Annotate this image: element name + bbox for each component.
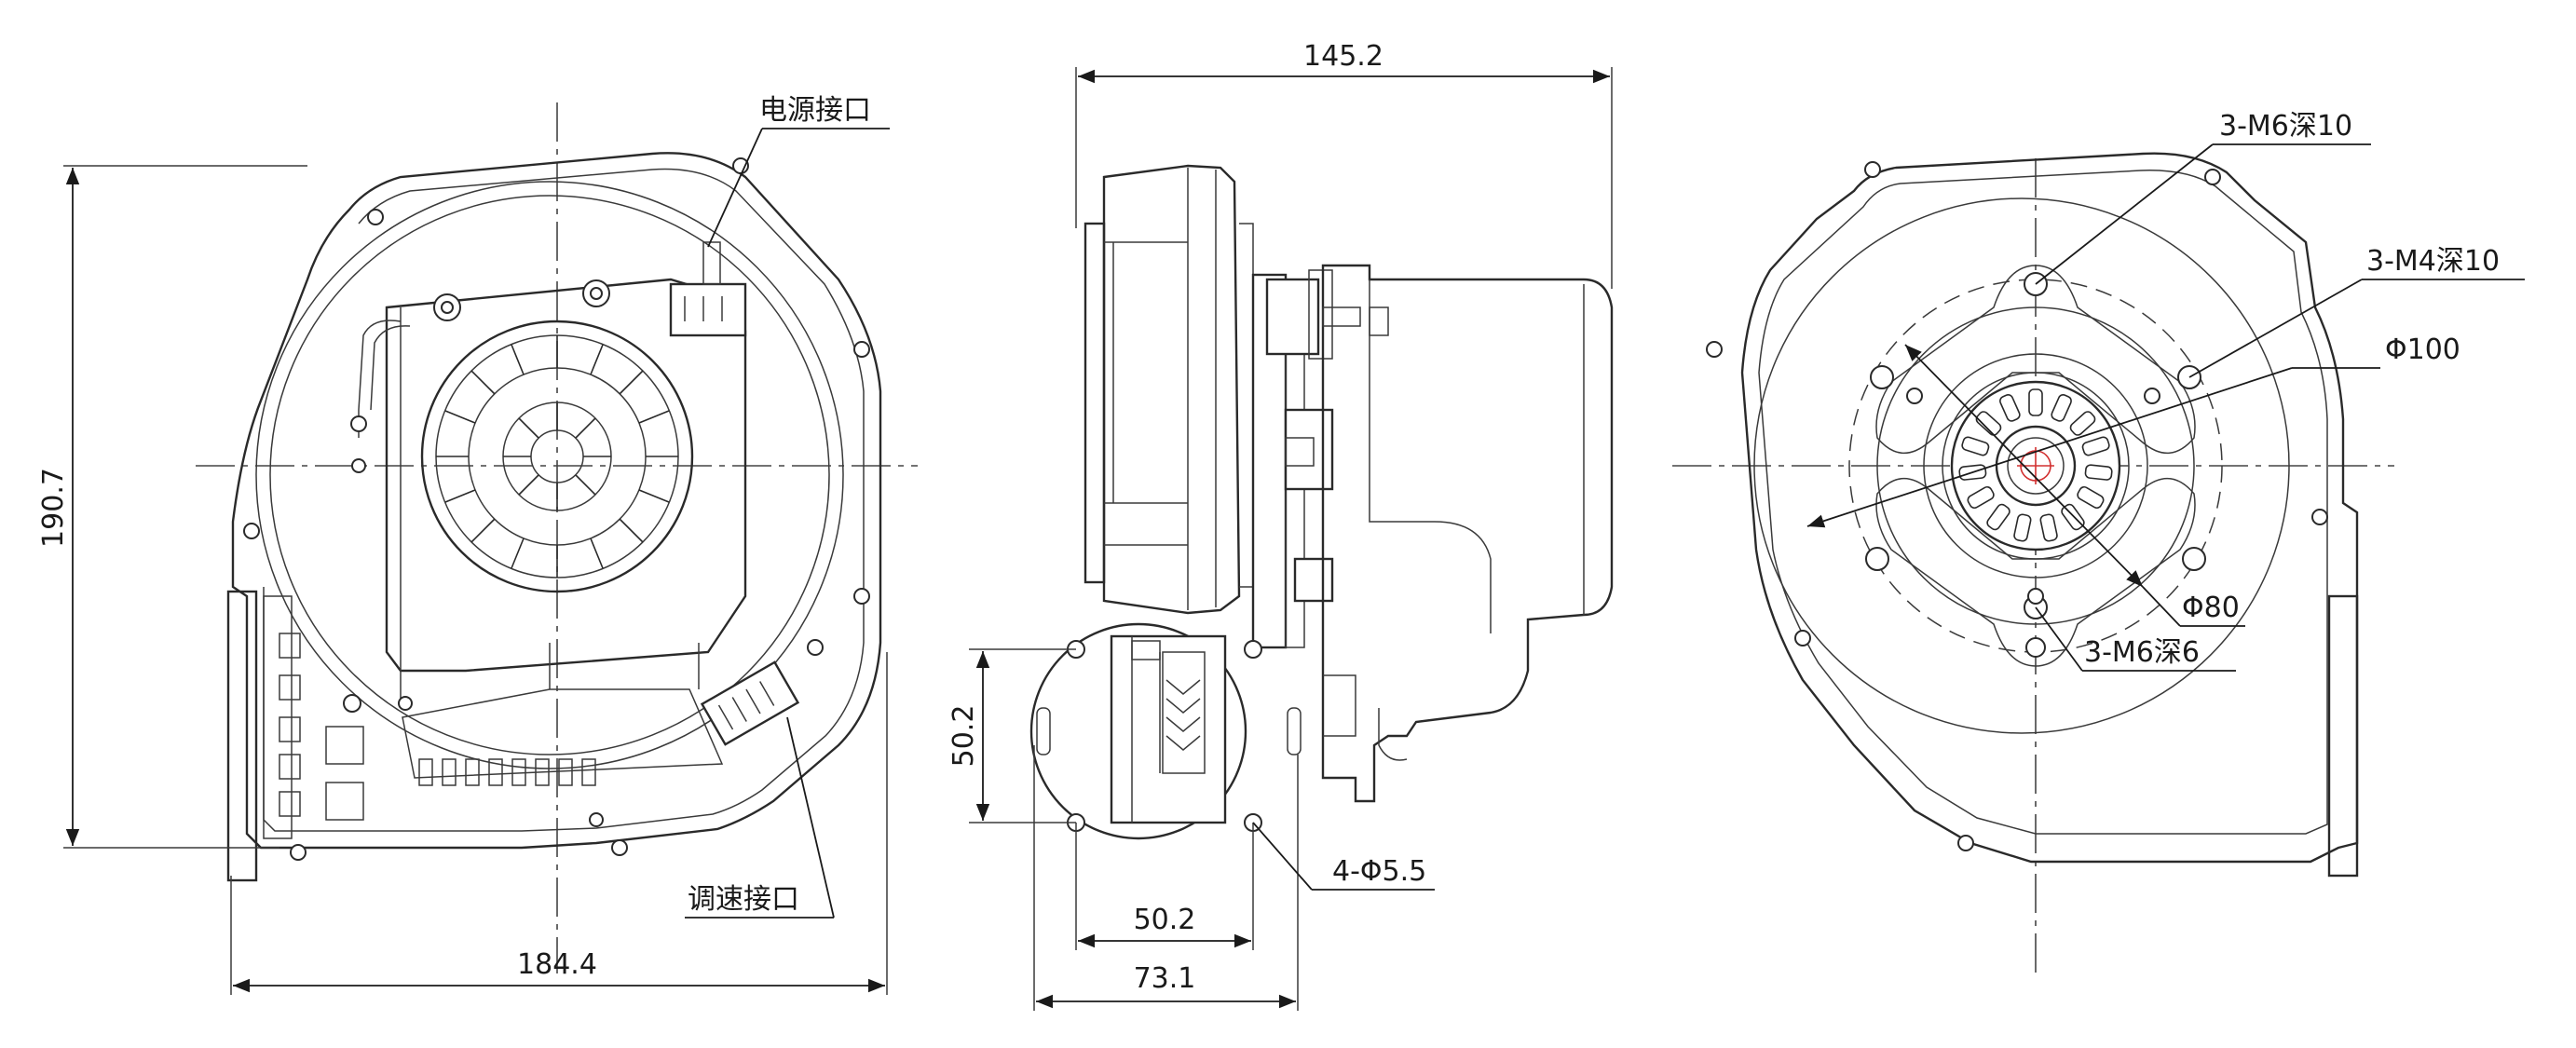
flange-detail <box>1029 622 1302 840</box>
front-height-dim: 190.7 <box>37 468 70 548</box>
flange-height-dim: 50.2 <box>947 705 980 768</box>
phi100-label: Φ100 <box>2385 333 2460 366</box>
plate-slots <box>279 633 364 821</box>
flange-width-dim: 50.2 <box>1134 904 1196 936</box>
power-connector <box>669 241 747 337</box>
phi80-label: Φ80 <box>2182 592 2240 624</box>
m6-bottom-label: 3-M6深6 <box>2084 636 2200 669</box>
mount-holes-label: 4-Φ5.5 <box>1332 855 1426 888</box>
m4-label: 3-M4深10 <box>2366 245 2500 278</box>
impeller-grille <box>420 320 694 593</box>
speed-connector <box>700 660 800 746</box>
side-view: 145.2 50.2 50.2 73.1 4-Φ5.5 <box>947 40 1614 1011</box>
screw-holes <box>243 157 870 861</box>
speed-port-label: 调速接口 <box>688 883 799 916</box>
rear-view: 3-M6深10 3-M4深10 Φ100 Φ80 3-M6深6 <box>1672 110 2525 973</box>
side-length-dim: 145.2 <box>1303 40 1383 73</box>
rotor-slots <box>1950 380 2121 551</box>
m6-top-label: 3-M6深10 <box>2219 110 2352 143</box>
power-port-label: 电源接口 <box>759 94 871 127</box>
bottom-slots <box>418 758 596 786</box>
front-width-dim: 184.4 <box>517 948 597 981</box>
front-view: 电源接口 调速接口 190.7 184.4 <box>37 94 918 995</box>
flange-outer-dim: 73.1 <box>1134 962 1196 995</box>
